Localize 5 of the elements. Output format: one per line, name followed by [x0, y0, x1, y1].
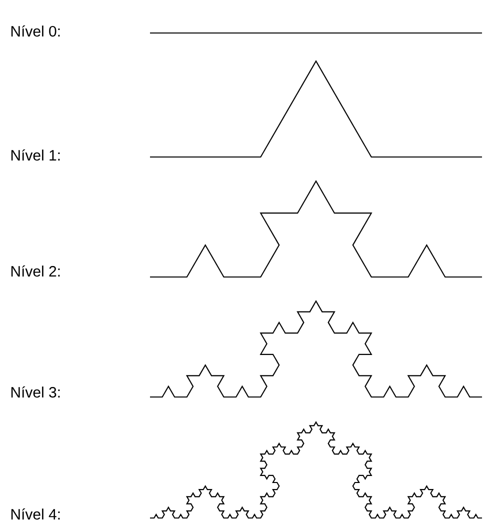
level-label: Nível 3: [11, 386, 60, 398]
level-label: Nível 2: [11, 265, 60, 277]
level-label: Nível 0: [11, 25, 60, 37]
level-label: Nível 4: [11, 508, 60, 520]
level-label: Nível 1: [11, 149, 60, 161]
